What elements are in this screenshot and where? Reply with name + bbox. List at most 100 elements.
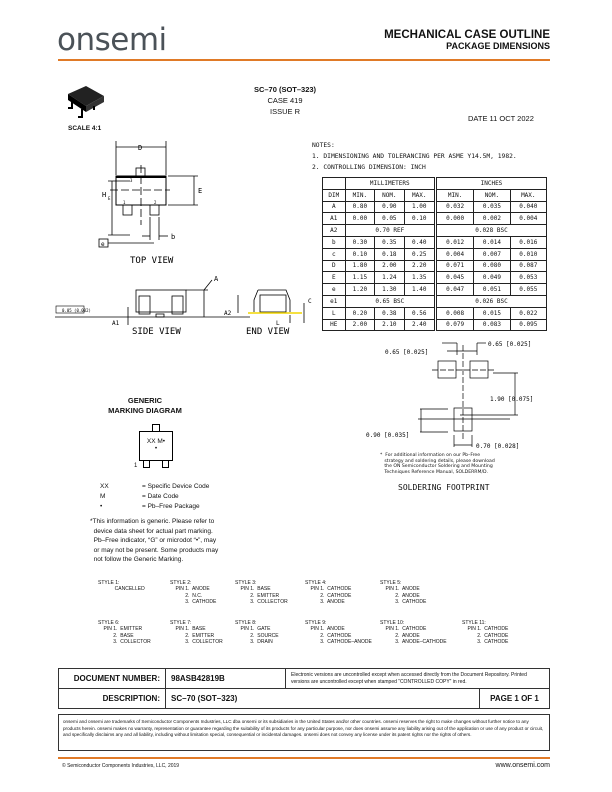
marking-pin1: 1: [134, 463, 138, 469]
dim-name: b: [322, 235, 346, 249]
footprint-title: SOLDERING FOOTPRINT: [398, 483, 490, 492]
dim-value: 0.008: [433, 306, 475, 320]
dim-value-in: 0.028 BSC: [433, 224, 548, 237]
dim-pad-length: 0.70 [0.028]: [476, 443, 519, 450]
top-view-label: TOP VIEW: [130, 256, 174, 266]
dim-value: 0.10: [403, 212, 436, 226]
dim-value: 0.015: [473, 306, 511, 320]
dim-value: 0.18: [374, 247, 405, 261]
pin-style: STYLE 1: CANCELLED: [98, 580, 145, 593]
issue: ISSUE R: [269, 107, 300, 116]
marking-dot: •: [154, 445, 158, 452]
package-title-block: SC–70 (SOT–323) CASE 419 ISSUE R: [225, 84, 345, 117]
marking-package: XX M• •: [139, 424, 173, 468]
label-D: D: [138, 144, 142, 152]
end-view: A2 L C END VIEW: [224, 289, 312, 337]
label-HE: H: [102, 191, 106, 199]
label-A1: A1: [112, 320, 120, 327]
pin-style: STYLE 2: PIN 1. ANODE 2. N.C. 3. CATHODE: [170, 580, 217, 605]
dim-value: 1.80: [344, 259, 376, 273]
dim-value: 0.012: [433, 235, 475, 249]
dim-pad-width: 0.65 [0.025]: [385, 349, 428, 356]
copyright: © Semiconductor Components Industries, L…: [62, 763, 180, 769]
pin3-label: 3: [130, 178, 133, 183]
legend-row: XX = Specific Device Code: [100, 482, 209, 492]
dim-value: 0.56: [403, 306, 436, 320]
dim-value: 0.38: [374, 306, 405, 320]
pin-style: STYLE 3: PIN 1. BASE 2. EMITTER 3. COLLE…: [235, 580, 288, 605]
scale-label: SCALE 4:1: [68, 125, 102, 132]
mechanical-drawing: D H E E b e 3 1 2 TOP VIEW A A1 0.05 (0.…: [55, 141, 312, 337]
pin1-label: 1: [123, 200, 126, 205]
dim-value: 2.10: [374, 318, 405, 332]
trademark-notice: onsemi and onsemi are trademarks of Semi…: [58, 714, 550, 751]
dim-value: 0.10: [344, 247, 376, 261]
col-header: MIN.: [433, 188, 475, 202]
side-view-label: SIDE VIEW: [132, 327, 181, 337]
label-b: b: [171, 233, 175, 241]
dim-value: 0.20: [344, 306, 376, 320]
dim-value: 0.032: [433, 200, 475, 214]
dim-value: 1.24: [374, 271, 405, 285]
package-3d-icon: [68, 86, 104, 118]
side-view: A A1 0.05 (0.002) SIDE VIEW: [55, 275, 250, 337]
pin-style: STYLE 9: PIN 1. ANODE 2. CATHODE 3. CATH…: [305, 620, 372, 645]
dim-value: 0.25: [403, 247, 436, 261]
dim-value: 0.040: [509, 200, 548, 214]
pin-style: STYLE 11: PIN 1. CATHODE 2. CATHODE 3. C…: [462, 620, 509, 645]
label-c: C: [308, 298, 312, 305]
dim-value: 0.055: [509, 283, 548, 296]
dim-value: 0.087: [509, 259, 548, 273]
legend-row: •= Pb–Free Package: [100, 502, 209, 512]
group-mm: MILLIMETERS: [344, 177, 436, 190]
marking-code: XX M•: [146, 438, 166, 445]
dim-name: L: [322, 306, 346, 320]
dim-value: 0.095: [509, 318, 548, 332]
dim-name: A2: [322, 224, 346, 237]
marking-title-2: MARKING DIAGRAM: [108, 406, 182, 415]
dim-value-mm: 0.70 REF: [344, 224, 436, 237]
document-info-table: DOCUMENT NUMBER: 98ASB42819B Electronic …: [58, 668, 550, 709]
label-A: A: [214, 275, 219, 283]
date: DATE 11 OCT 2022: [468, 114, 534, 123]
header-rule: [58, 59, 550, 61]
dim-value: 0.010: [509, 247, 548, 261]
pin2-lead: [162, 461, 169, 468]
dim-value: 0.00: [344, 212, 376, 226]
pin3-lead: [152, 424, 160, 432]
dim-value: 0.083: [473, 318, 511, 332]
legend-key: M: [100, 493, 106, 500]
col-header: NOM.: [473, 188, 511, 202]
dim-value: 0.004: [509, 212, 548, 226]
dim-value: 2.40: [403, 318, 436, 332]
dim-value: 0.004: [433, 247, 475, 261]
col-header: NOM.: [374, 188, 405, 202]
col-header: MIN.: [344, 188, 376, 202]
legend-value: = Specific Device Code: [142, 483, 210, 490]
doc-title: MECHANICAL CASE OUTLINE: [384, 29, 550, 41]
label-HE-sub: E: [108, 196, 111, 201]
dim-value: 2.20: [403, 259, 436, 273]
dim-value: 0.35: [374, 235, 405, 249]
dim-value: 0.90: [374, 200, 405, 214]
dim-value: 0.000: [433, 212, 475, 226]
legend-key: XX: [100, 483, 109, 490]
dim-value: 0.035: [473, 200, 511, 214]
col-header: MAX.: [403, 188, 436, 202]
legend-value: = Date Code: [142, 493, 179, 500]
dim-value: 0.40: [403, 235, 436, 249]
dim-name: E: [322, 271, 346, 285]
dim-value: 1.35: [403, 271, 436, 285]
dim-value: 1.00: [403, 200, 436, 214]
pin-style: STYLE 7: PIN 1. BASE 2. EMITTER 3. COLLE…: [170, 620, 223, 645]
website-link[interactable]: www.onsemi.com: [495, 762, 550, 769]
